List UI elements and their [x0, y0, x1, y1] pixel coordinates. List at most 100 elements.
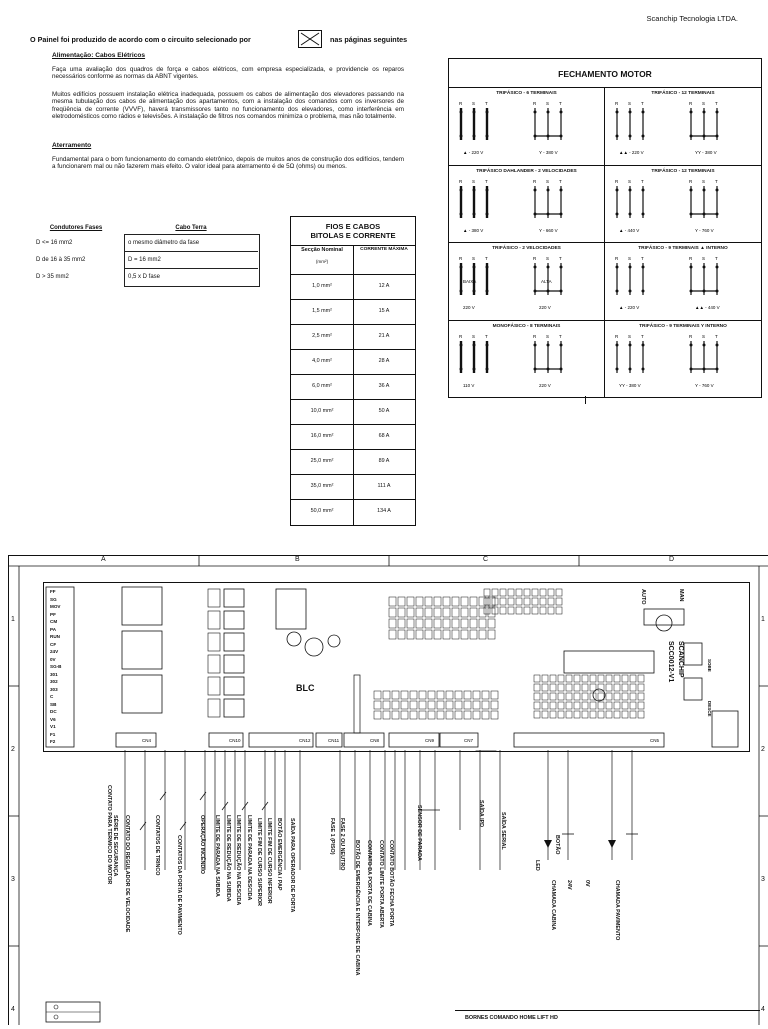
cable-current: 50 A — [378, 408, 390, 414]
svg-text:R: R — [689, 179, 693, 184]
conductor-row-3-fase: D > 35 mm2 — [36, 274, 69, 280]
svg-text:T: T — [559, 101, 562, 106]
board-pin-label: V1 — [50, 724, 56, 729]
svg-text:Y - 760 V: Y - 760 V — [695, 228, 714, 233]
zone-label-b: B — [295, 556, 300, 563]
svg-text:R: R — [533, 179, 537, 184]
wire-label: SAÍDA IPD — [478, 800, 484, 828]
svg-text:S: S — [472, 101, 475, 106]
board-pin-label: FF — [50, 589, 56, 594]
svg-text:T: T — [715, 256, 718, 261]
schematic-frame — [9, 556, 768, 1025]
svg-text:▲ - 220 V: ▲ - 220 V — [619, 305, 639, 310]
svg-text:S: S — [702, 334, 705, 339]
wire-label: SAÍDA PARA OPERADOR DE PORTA — [289, 818, 295, 913]
aterramento-title: Aterramento — [52, 142, 92, 149]
board-pin-label: F1 — [50, 731, 56, 737]
conductor-row-2-fase: D de 16 à 35 mm2 — [36, 257, 86, 263]
zone-label-3-right: 3 — [761, 876, 765, 883]
svg-text:T: T — [485, 256, 488, 261]
selection-checkbox — [298, 30, 322, 48]
zone-label-d: D — [669, 556, 675, 563]
wire-label: LIMITE DE PARADA NA SUBIDA — [214, 815, 220, 897]
wire-label: CONTATO BOTÃO FECHA PORTA — [388, 840, 394, 927]
cable-section: 35,0 mm² — [310, 483, 334, 489]
cable-section: 6,0 mm² — [312, 383, 332, 389]
wire-label: OPERAÇÃO INCÊNDIO — [199, 815, 205, 875]
svg-text:R: R — [615, 334, 619, 339]
svg-text:T: T — [641, 256, 644, 261]
conductor-row-2-terra: D = 16 mm2 — [128, 257, 161, 263]
brand-label: SCANCHIP — [677, 641, 684, 678]
svg-text:R: R — [533, 334, 537, 339]
cables-title-1: FIOS E CABOS — [325, 222, 381, 231]
cables-header-unit: (mm²) — [315, 259, 329, 264]
svg-text:S: S — [702, 179, 705, 184]
svg-text:R: R — [615, 256, 619, 261]
svg-text:ALTA: ALTA — [541, 279, 552, 284]
svg-text:220 V: 220 V — [539, 383, 551, 388]
svg-text:S: S — [702, 101, 705, 106]
conductor-row-1-fase: D <= 16 mm2 — [36, 240, 73, 246]
wire-label: SENSOR DE PARADA — [416, 805, 422, 861]
wire-label: LIMITE FIM DE CURSO INFERIOR — [266, 818, 272, 904]
svg-text:CN12: CN12 — [299, 738, 311, 743]
conductors-header-fase: Condutores Fases — [49, 225, 103, 231]
wire-label: 0V — [584, 880, 590, 887]
svg-text:T: T — [485, 179, 488, 184]
alimentacao-title: Alimentação: Cabos Elétricos — [52, 52, 146, 59]
company-name: Scanchip Tecnologia LTDA. — [646, 14, 738, 23]
wire-label: LIMITE DE PARADA NA DESCIDA — [246, 815, 252, 901]
svg-text:CN9: CN9 — [425, 738, 434, 743]
svg-text:R: R — [615, 101, 619, 106]
motor-cell-title: TRIFÁSICO - 12 TERMINAIS — [651, 91, 715, 96]
wire-label: CONTATO DO REGULADOR DE VELOCIDADE — [124, 815, 130, 933]
svg-text:R: R — [533, 256, 537, 261]
svg-text:R: R — [459, 334, 463, 339]
svg-text:CN5: CN5 — [650, 738, 659, 743]
svg-text:R: R — [689, 256, 693, 261]
board-pin-label: DC — [50, 709, 57, 714]
board-pin-label: 303 — [50, 686, 58, 692]
cable-section: 1,5 mm² — [312, 308, 332, 314]
footer-title: BORNES COMANDO HOME LIFT HD — [465, 1015, 558, 1021]
svg-text:YY - 380 V: YY - 380 V — [695, 150, 717, 155]
wiring-schematic: A B C D 1 2 3 4 1 2 3 4 — [8, 555, 768, 1025]
wire-label: CONTATOS DE TRINCO — [154, 815, 160, 876]
board-pin-label: V6 — [50, 716, 56, 722]
cable-current: 89 A — [378, 458, 390, 464]
svg-text:S: S — [628, 101, 631, 106]
svg-text:T: T — [715, 334, 718, 339]
svg-text:R: R — [533, 101, 537, 106]
svg-text:S: S — [702, 256, 705, 261]
zone-label-1-right: 1 — [761, 616, 765, 623]
board-pin-label: 24V — [50, 649, 59, 654]
alimentacao-paragraph-1: Faça uma avaliação dos quadros de força … — [52, 66, 404, 81]
svg-text:▲ - 380 V: ▲ - 380 V — [463, 228, 483, 233]
board-drawing: CN4CN10CN12CN11CN8CN9CN7CN6CN5 — [45, 586, 739, 751]
svg-text:R: R — [459, 101, 463, 106]
wire-label: SAÍDA SERIAL — [500, 812, 506, 850]
conductors-header-terra: Cabo Terra — [175, 225, 207, 231]
svg-text:S: S — [628, 334, 631, 339]
svg-text:S: S — [472, 256, 475, 261]
svg-text:S: S — [472, 179, 475, 184]
man-label: MAN — [678, 589, 684, 602]
motor-cell-title: TRIFÁSICO - 6 TERMINAIS — [496, 91, 557, 96]
svg-text:R: R — [689, 334, 693, 339]
svg-text:R: R — [459, 179, 463, 184]
cable-section: 10,0 mm² — [310, 408, 334, 414]
